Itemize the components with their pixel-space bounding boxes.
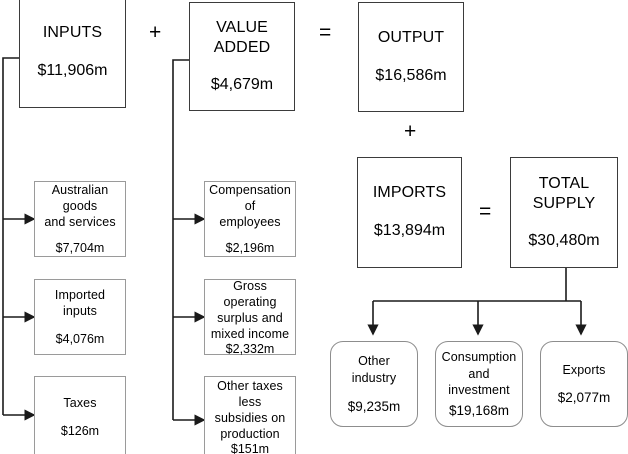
title-line1: Other taxes less <box>217 378 283 409</box>
node-imports-value: $13,894m <box>373 222 446 239</box>
node-inputs-title: INPUTS <box>42 23 103 41</box>
title-line1: Consumption <box>441 350 517 365</box>
title-line1: Australian goods <box>51 183 109 213</box>
node-exports[interactable]: Exports $2,077m <box>540 341 628 427</box>
node-consumption-and-investment-value: $19,168m <box>448 402 510 418</box>
node-consumption-and-investment-title: Consumption and investment <box>442 349 517 399</box>
title-line3: production <box>220 426 280 441</box>
node-exports-title: Exports <box>562 362 605 379</box>
node-value-added-title: VALUE ADDED <box>214 18 271 57</box>
node-inputs[interactable]: INPUTS $11,906m <box>19 0 126 108</box>
node-australian-goods-and-services-value: $7,704m <box>55 241 105 256</box>
node-other-industry-title: Other industry <box>352 353 397 386</box>
node-exports-value: $2,077m <box>557 390 611 406</box>
node-imported-inputs-title: Imported inputs <box>55 287 105 319</box>
value-added-connector-group <box>172 59 206 426</box>
title-line2: inputs <box>63 304 97 319</box>
node-other-taxes-less-subsidies-value: $151m <box>230 441 270 454</box>
title-line2: employees <box>219 215 281 229</box>
node-taxes-value: $126m <box>60 424 100 439</box>
node-output-value: $16,586m <box>375 66 447 84</box>
title-line1: Other <box>358 354 390 369</box>
node-compensation-of-employees-title: Compensation of employees <box>205 182 295 230</box>
title-line3: mixed income <box>210 326 290 341</box>
node-imported-inputs-value: $4,076m <box>55 332 105 347</box>
node-value-added-title-line2: ADDED <box>213 38 271 56</box>
node-taxes[interactable]: Taxes $126m <box>34 376 126 454</box>
node-imports[interactable]: IMPORTS $13,894m <box>357 157 462 268</box>
node-value-added-title-line1: VALUE <box>216 19 268 37</box>
node-australian-goods-and-services-title: Australian goods and services <box>35 182 125 230</box>
inputs-connector-group <box>2 57 36 421</box>
title-line3: investment <box>448 383 510 398</box>
title-line2: industry <box>351 371 397 386</box>
node-value-added-value: $4,679m <box>210 76 274 94</box>
node-total-supply[interactable]: TOTAL SUPPLY $30,480m <box>510 157 618 268</box>
title-line1: Taxes <box>63 396 97 411</box>
node-gross-operating-surplus-title: Gross operating surplus and mixed income <box>205 278 295 342</box>
operator-equals-output: = <box>319 21 332 44</box>
title-line1: Compensation of <box>209 183 291 213</box>
node-other-taxes-less-subsidies[interactable]: Other taxes less subsidies on production… <box>204 376 296 454</box>
node-total-supply-title: TOTAL SUPPLY <box>533 174 596 213</box>
node-total-supply-title-line1: TOTAL <box>538 175 590 193</box>
operator-equals-total-supply: = <box>479 200 492 223</box>
node-other-taxes-less-subsidies-title: Other taxes less subsidies on production <box>205 378 295 442</box>
operator-plus-output-imports: + <box>404 120 417 143</box>
operator-plus-inputs-valueadded: + <box>149 21 162 44</box>
node-inputs-value: $11,906m <box>37 61 108 79</box>
node-total-supply-title-line2: SUPPLY <box>532 194 596 212</box>
title-line2: and services <box>44 215 116 229</box>
node-australian-goods-and-services[interactable]: Australian goods and services $7,704m <box>34 181 126 257</box>
title-line1: Gross operating <box>223 278 277 309</box>
title-line1: Imported <box>54 288 106 303</box>
total-supply-connector-group <box>367 268 587 336</box>
title-line2: subsidies on <box>214 410 286 425</box>
title-line1: Exports <box>562 362 606 377</box>
node-compensation-of-employees-value: $2,196m <box>225 241 275 256</box>
node-imported-inputs[interactable]: Imported inputs $4,076m <box>34 279 126 355</box>
node-gross-operating-surplus-value: $2,332m <box>225 341 275 356</box>
node-output-title: OUTPUT <box>377 28 445 46</box>
title-line2: surplus and <box>217 310 283 325</box>
node-other-industry[interactable]: Other industry $9,235m <box>330 341 418 427</box>
node-value-added[interactable]: VALUE ADDED $4,679m <box>189 2 295 111</box>
node-taxes-title: Taxes <box>63 395 96 411</box>
node-gross-operating-surplus[interactable]: Gross operating surplus and mixed income… <box>204 278 296 356</box>
node-output[interactable]: OUTPUT $16,586m <box>358 2 464 112</box>
node-imports-title: IMPORTS <box>372 184 447 202</box>
title-line2: and <box>468 366 490 381</box>
node-consumption-and-investment[interactable]: Consumption and investment $19,168m <box>435 341 523 427</box>
node-compensation-of-employees[interactable]: Compensation of employees $2,196m <box>204 181 296 257</box>
node-other-industry-value: $9,235m <box>347 398 401 414</box>
node-total-supply-value: $30,480m <box>528 232 600 250</box>
